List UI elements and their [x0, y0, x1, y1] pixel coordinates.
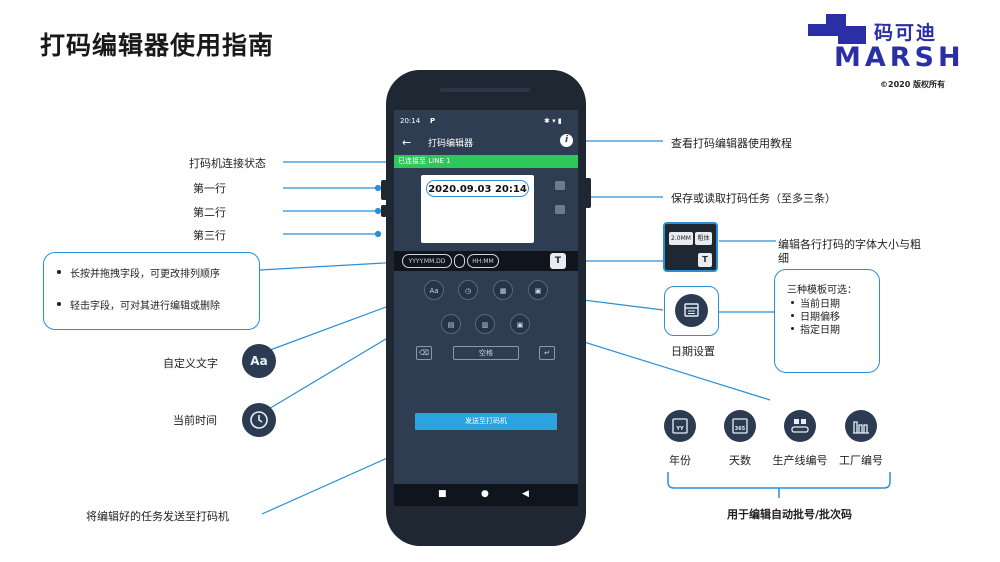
separator-pill[interactable] — [454, 254, 465, 268]
phone-power-button — [585, 178, 591, 208]
marsh-logo-mark — [808, 14, 866, 44]
template-options-callout: 三种模板可选： 当前日期 日期偏移 指定日期 — [774, 269, 880, 373]
font-weight-chip: 粗体 — [695, 232, 712, 245]
label-connection-status: 打码机连接状态 — [189, 157, 266, 170]
label-auto-batch: 用于编辑自动批号/批次码 — [727, 508, 853, 521]
status-bar: 20:14 P ✱ ▾ ▮ — [394, 114, 578, 128]
day-count-key-icon[interactable]: ▣ — [510, 314, 530, 334]
nav-home-icon[interactable]: ● — [481, 489, 489, 499]
svg-text:YY: YY — [675, 426, 684, 432]
back-arrow-icon[interactable]: ← — [402, 136, 412, 149]
phone-side-button — [381, 180, 387, 200]
label-tutorial: 查看打码编辑器使用教程 — [671, 137, 792, 150]
label-year: 年份 — [669, 454, 691, 467]
date-field-pill[interactable]: YYYY.MM.DD — [402, 254, 452, 268]
save-icon[interactable] — [555, 205, 565, 214]
status-right-icons: ✱ ▾ ▮ — [544, 117, 562, 125]
font-size-chip: 2.0MM — [669, 232, 693, 245]
label-font-edit: 编辑各行打码的字体大小与粗 — [778, 238, 921, 251]
field-bar — [394, 251, 578, 271]
bullet-dot — [57, 270, 61, 274]
space-key[interactable]: 空格 — [453, 346, 519, 360]
nav-back-icon[interactable]: ◀ — [522, 489, 529, 499]
template-title: 三种模板可选： — [787, 285, 857, 296]
enter-key[interactable]: ↵ — [539, 346, 555, 360]
label-row3: 第三行 — [193, 229, 226, 242]
year-icon: YY — [664, 410, 696, 442]
status-time: 20:14 — [400, 117, 421, 125]
production-line-key-icon[interactable]: ▤ — [441, 314, 461, 334]
folder-icon[interactable] — [555, 181, 565, 190]
clock-key-icon[interactable]: ◷ — [458, 280, 478, 300]
template-date-offset: 日期偏移 — [800, 312, 840, 323]
font-settings-icon[interactable]: T — [550, 253, 566, 269]
font-icon: T — [698, 253, 712, 267]
day-count-icon: 365 — [724, 410, 756, 442]
print-field-row1[interactable]: 2020.09.03 20:14 — [426, 180, 529, 197]
custom-text-icon: Aa — [242, 344, 276, 378]
calendar-icon — [675, 294, 708, 327]
connection-status-bar: 已连接至 LINE 1 — [394, 155, 578, 168]
production-line-icon — [784, 410, 816, 442]
label-save-load: 保存或读取打码任务（至多三条） — [671, 192, 836, 205]
factory-key-icon[interactable]: ▥ — [475, 314, 495, 334]
font-settings-zoom: 2.0MM 粗体 T — [663, 222, 718, 272]
bullet-dot — [791, 327, 794, 330]
bullet-dot — [791, 301, 794, 304]
label-send: 将编辑好的任务发送至打码机 — [86, 510, 229, 523]
backspace-key[interactable]: ⌫ — [416, 346, 432, 360]
label-font-edit-cont: 细 — [778, 252, 789, 265]
calendar-key-icon[interactable]: ▦ — [493, 280, 513, 300]
label-current-time: 当前时间 — [173, 414, 217, 427]
tip-drag-reorder: 长按并拖拽字段，可更改排列顺序 — [70, 269, 220, 280]
svg-text:365: 365 — [735, 426, 746, 432]
page-title: 打码编辑器使用指南 — [40, 31, 275, 60]
bullet-dot — [57, 302, 61, 306]
field-tips-callout: 长按并拖拽字段，可更改排列顺序 轻击字段，可对其进行编辑或删除 — [43, 252, 260, 330]
info-icon[interactable]: i — [560, 134, 573, 147]
tip-tap-edit: 轻击字段，可对其进行编辑或删除 — [70, 301, 220, 312]
label-production-line: 生产线编号 — [772, 454, 828, 467]
nav-recent-icon[interactable]: ■ — [438, 489, 447, 499]
factory-icon — [845, 410, 877, 442]
date-setting-box — [664, 286, 719, 336]
label-day-count: 天数 — [729, 454, 751, 467]
logo-chinese-name: 码可迪 — [874, 22, 938, 44]
send-to-printer-button[interactable]: 发送至打码机 — [415, 413, 557, 430]
phone-speaker — [440, 88, 530, 92]
label-row2: 第二行 — [193, 206, 226, 219]
phone-side-button — [381, 205, 387, 217]
template-fixed-date: 指定日期 — [800, 325, 840, 336]
label-row1: 第一行 — [193, 182, 226, 195]
status-icons: P — [430, 117, 436, 125]
year-key-icon[interactable]: ▣ — [528, 280, 548, 300]
screen-title: 打码编辑器 — [428, 139, 474, 149]
label-custom-text: 自定义文字 — [163, 357, 218, 370]
android-nav-bar: ■ ● ◀ — [394, 484, 578, 506]
clock-icon — [242, 403, 276, 437]
label-date-setting: 日期设置 — [671, 345, 715, 358]
custom-text-key[interactable]: Aa — [424, 280, 444, 300]
label-factory: 工厂编号 — [839, 454, 883, 467]
copyright: ©2020 版权所有 — [880, 80, 946, 89]
time-field-pill[interactable]: HH:MM — [467, 254, 499, 268]
template-current-date: 当前日期 — [800, 299, 840, 310]
phone-screen — [394, 110, 578, 506]
bullet-dot — [791, 314, 794, 317]
logo-english-name: MARSH — [834, 42, 965, 73]
